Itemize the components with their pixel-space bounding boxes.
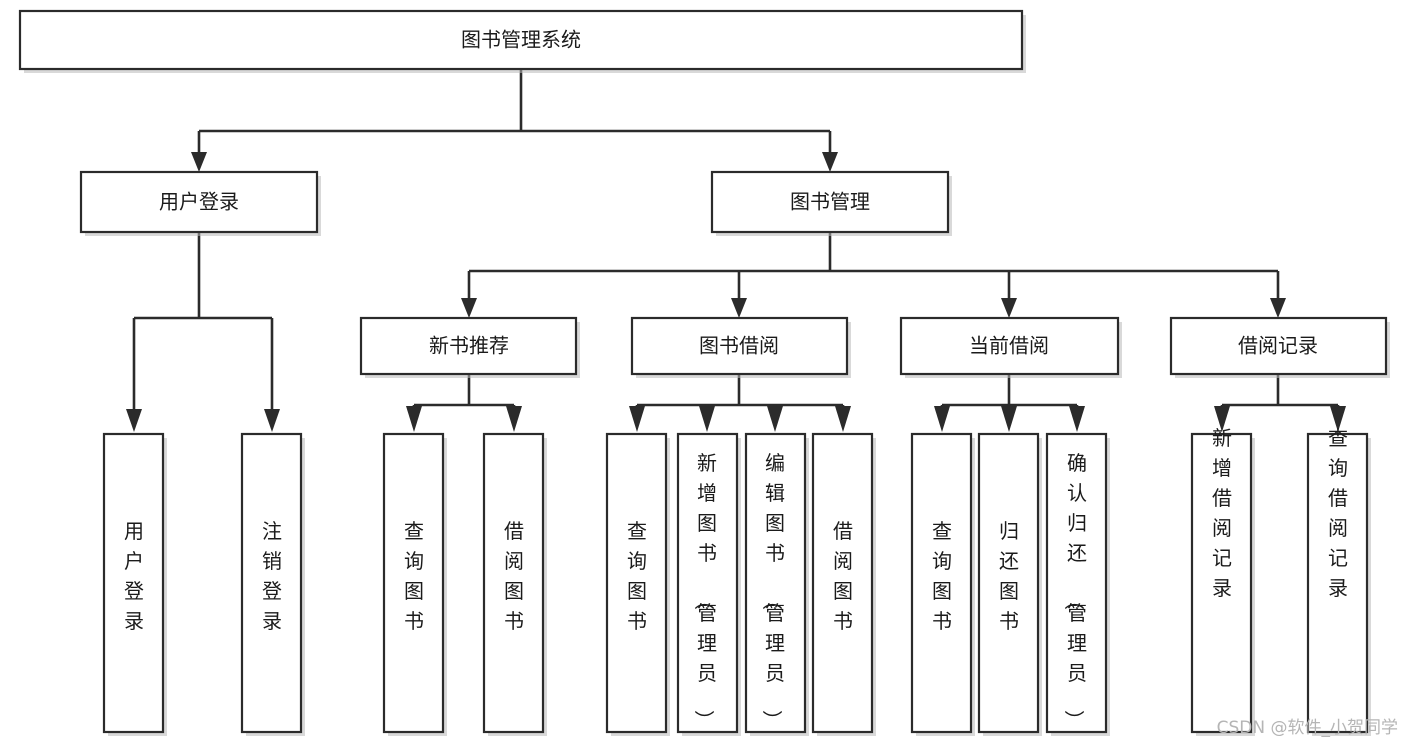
leaf-current-borrow-1-box[interactable] [977, 432, 1040, 734]
arrow-book-mgmt-to-record [1270, 298, 1286, 318]
arrow-new-book-leaf-1 [506, 406, 522, 432]
arrow-borrow-record-leaf-0 [1214, 406, 1230, 432]
connector-group-book-borrow [629, 374, 851, 432]
node-current-borrow-label: 当前借阅 [969, 334, 1049, 358]
leaf-current-borrow-0-label: 查询图书 [932, 519, 952, 633]
leaf-current-borrow-0-box[interactable] [910, 432, 973, 734]
leaf-book-borrow-0-box[interactable] [605, 432, 668, 734]
leaf-new-book-1-box[interactable] [482, 432, 545, 734]
leaf-user-login-0-box[interactable] [102, 432, 165, 734]
node-current-borrow[interactable]: 当前借阅 [899, 316, 1122, 378]
node-new-book-recommend-box[interactable] [359, 316, 578, 376]
node-borrow-record[interactable]: 借阅记录 [1169, 316, 1390, 378]
leaf-book-borrow-1-box[interactable] [676, 432, 739, 734]
arrow-new-book-leaf-0 [406, 406, 422, 432]
node-new-book-recommend-label: 新书推荐 [429, 334, 509, 358]
arrow-current-borrow-leaf-2 [1069, 406, 1085, 432]
node-book-management[interactable]: 图书管理 [710, 170, 952, 236]
arrow-book-borrow-leaf-2 [767, 406, 783, 432]
connector-group-borrow-record [1214, 374, 1346, 432]
connector-group-root [191, 70, 838, 172]
node-user-login-label: 用户登录 [159, 190, 239, 214]
arrow-book-mgmt-to-current [1001, 298, 1017, 318]
leaf-user-login-0[interactable]: 用户登录 [102, 432, 167, 736]
leaf-book-borrow-2-box[interactable] [744, 432, 807, 734]
node-book-borrow[interactable]: 图书借阅 [630, 316, 851, 378]
arrow-root-to-user-login [191, 152, 207, 172]
node-new-book-recommend[interactable]: 新书推荐 [359, 316, 580, 378]
arrow-current-borrow-leaf-0 [934, 406, 950, 432]
leaf-user-login-1-label: 注销登录 [262, 519, 282, 633]
connector-group-user-login [126, 232, 280, 432]
arrow-book-mgmt-to-new-book [461, 298, 477, 318]
leaf-borrow-record-0[interactable]: 新增借阅记录 [1190, 426, 1255, 736]
connector-group-new-book [406, 374, 522, 432]
leaf-user-login-1-box[interactable] [240, 432, 303, 734]
arrow-root-to-book-mgmt [822, 152, 838, 172]
arrow-book-mgmt-to-borrow [731, 298, 747, 318]
arrow-user-login-leaf-0 [126, 409, 142, 432]
leaf-borrow-record-1[interactable]: 查询借阅记录 [1306, 426, 1371, 736]
watermark-label: CSDN @软件_小贺同学 [1217, 718, 1398, 738]
arrow-borrow-record-leaf-1 [1330, 406, 1346, 432]
node-book-borrow-box[interactable] [630, 316, 849, 376]
leaf-new-book-0-box[interactable] [382, 432, 445, 734]
node-borrow-record-box[interactable] [1169, 316, 1388, 376]
leaf-book-borrow-2-label: 编辑图书（管理员） [760, 451, 785, 730]
leaf-user-login-0-label: 用户登录 [124, 519, 144, 633]
leaf-book-borrow-3-label: 借阅图书 [833, 519, 853, 633]
arrow-book-borrow-leaf-3 [835, 406, 851, 432]
leaf-current-borrow-2-box[interactable] [1045, 432, 1108, 734]
node-user-login[interactable]: 用户登录 [79, 170, 321, 236]
leaf-borrow-record-0-box[interactable] [1190, 432, 1253, 734]
connector-group-current-borrow [934, 374, 1085, 432]
node-book-borrow-label: 图书借阅 [699, 334, 779, 358]
connector-group-book-mgmt [461, 232, 1286, 318]
node-current-borrow-box[interactable] [899, 316, 1120, 376]
leaf-book-borrow-1[interactable]: 新增图书（管理员） [676, 432, 741, 736]
leaf-borrow-record-1-label: 查询借阅记录 [1328, 426, 1348, 600]
leaf-current-borrow-1-label: 归还图书 [999, 519, 1019, 633]
leaf-new-book-0-label: 查询图书 [404, 519, 424, 633]
leaf-new-book-1[interactable]: 借阅图书 [482, 432, 547, 736]
leaf-new-book-1-label: 借阅图书 [504, 519, 524, 633]
leaf-book-borrow-1-label: 新增图书（管理员） [692, 451, 717, 730]
leaf-user-login-1[interactable]: 注销登录 [240, 432, 305, 736]
node-user-login-box[interactable] [79, 170, 319, 234]
leaf-book-borrow-2[interactable]: 编辑图书（管理员） [744, 432, 809, 736]
node-book-management-label: 图书管理 [790, 190, 870, 214]
arrow-book-borrow-leaf-1 [699, 406, 715, 432]
node-borrow-record-label: 借阅记录 [1238, 334, 1318, 358]
leaf-current-borrow-0[interactable]: 查询图书 [910, 432, 975, 736]
leaf-borrow-record-0-label: 新增借阅记录 [1212, 426, 1232, 600]
node-root[interactable]: 图书管理系统 [18, 9, 1026, 73]
arrow-book-borrow-leaf-0 [629, 406, 645, 432]
node-root-box[interactable] [18, 9, 1024, 71]
leaf-borrow-record-1-box[interactable] [1306, 432, 1369, 734]
leaf-current-borrow-2[interactable]: 确认归还（管理员） [1045, 432, 1110, 736]
arrow-current-borrow-leaf-1 [1001, 406, 1017, 432]
leaf-current-borrow-1[interactable]: 归还图书 [977, 432, 1042, 736]
leaf-book-borrow-0[interactable]: 查询图书 [605, 432, 670, 736]
leaf-book-borrow-3-box[interactable] [811, 432, 874, 734]
leaf-current-borrow-2-label: 确认归还（管理员） [1062, 451, 1087, 730]
leaf-new-book-0[interactable]: 查询图书 [382, 432, 447, 736]
leaf-book-borrow-3[interactable]: 借阅图书 [811, 432, 876, 736]
arrow-user-login-leaf-1 [264, 409, 280, 432]
node-book-management-box[interactable] [710, 170, 950, 234]
node-root-label: 图书管理系统 [461, 28, 581, 52]
leaf-book-borrow-0-label: 查询图书 [627, 519, 647, 633]
